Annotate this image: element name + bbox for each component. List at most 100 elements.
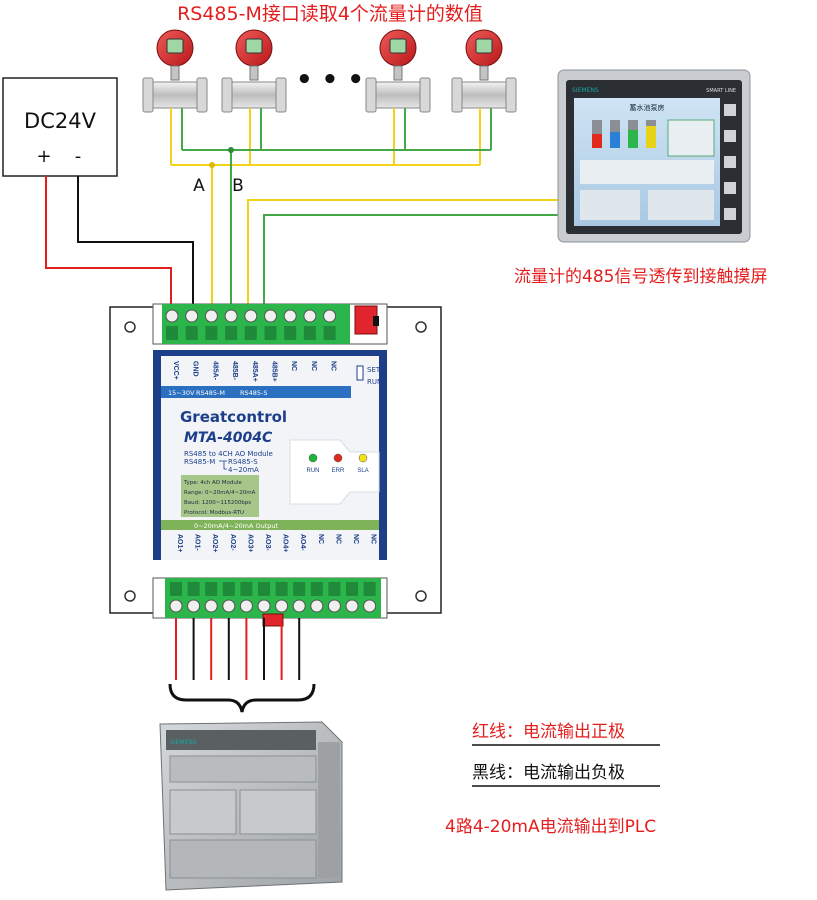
rs485-m-bus [171, 147, 491, 305]
top-terminal-label: NC [310, 361, 317, 371]
legend-black-wire: 黑线：电流输出负极 [472, 763, 625, 783]
terminal-slot-bottom [187, 582, 200, 596]
meter-drop-wires [170, 108, 492, 165]
bottom-terminal-label: AO1- [194, 534, 201, 551]
power-range-label: 15~30V [168, 389, 195, 397]
terminal-slot-bottom [205, 582, 218, 596]
terminal-slot-top [244, 326, 257, 340]
bottom-terminal-label: AO3- [264, 534, 271, 551]
bottom-terminal-label: AO4+ [282, 534, 289, 552]
terminal-screw-top [224, 309, 238, 323]
plc-brand: SIEMENS [170, 739, 197, 746]
bottom-terminal-label: NC [370, 534, 377, 544]
hmi-screen-bars [580, 119, 715, 220]
top-terminal-screws [165, 309, 337, 340]
rs485m-band-label: RS485-M [196, 389, 225, 397]
bottom-red-clip [262, 613, 284, 627]
top-terminal-label: NC [330, 361, 337, 371]
terminal-slot-top [185, 326, 198, 340]
run-label: RUN [367, 378, 382, 386]
status-led [358, 453, 368, 463]
terminal-slot-bottom [275, 582, 288, 596]
terminal-slot-bottom [328, 582, 341, 596]
spec-baud: Baud: 1200~115200bps [184, 500, 251, 506]
plc-device: SIEMENS [159, 721, 343, 891]
hmi-brand: SIEMENS [572, 87, 599, 94]
terminal-slot-top [323, 326, 336, 340]
terminal-slot-top [225, 326, 238, 340]
terminal-screw-bottom [275, 599, 289, 613]
bottom-label-band [161, 531, 379, 560]
bottom-terminal-label: AO2- [229, 534, 236, 551]
ellipsis-text: • • • [296, 65, 364, 95]
terminal-screw-bottom [239, 599, 253, 613]
terminal-slot-bottom [310, 582, 323, 596]
bottom-terminal-label: NC [334, 534, 341, 544]
status-led [333, 453, 343, 463]
mounting-hole-tl [124, 321, 136, 333]
status-led-label: RUN [307, 468, 320, 474]
hmi-touch-panel: SIEMENS SMART LINE 蓄水池泵房 [557, 69, 751, 243]
terminal-screw-top [185, 309, 199, 323]
hmi-series: SMART LINE [706, 88, 736, 94]
grouping-brace [168, 683, 316, 713]
set-run-switch-lever [373, 316, 379, 326]
bottom-terminal-label: AO4- [299, 534, 306, 551]
terminal-screw-bottom [327, 599, 341, 613]
terminal-screw-bottom [187, 599, 201, 613]
legend-red-wire: 红线：电流输出正极 [472, 722, 625, 742]
terminal-screw-top [323, 309, 337, 323]
spec-protocol: Protocol: Modbus-RTU [184, 510, 244, 516]
power-supply: DC24V + - [2, 77, 118, 177]
module-desc-line1: RS485 to 4CH AO Module [184, 450, 273, 458]
bottom-terminal-label: NC [317, 534, 324, 544]
rs485s-band-label: RS485-S [240, 389, 268, 397]
top-terminal-label: 485A+ [251, 361, 258, 382]
terminal-screw-bottom [292, 599, 306, 613]
top-terminal-label: GND [192, 361, 199, 377]
top-terminal-label: 485B+ [271, 361, 278, 382]
top-terminal-label: VCC+ [172, 361, 179, 380]
terminal-slot-top [303, 326, 316, 340]
terminal-screw-bottom [310, 599, 324, 613]
output-band-label: 0~20mA/4~20mA Output [194, 522, 279, 530]
hmi-screen-title: 蓄水池泵房 [630, 103, 665, 112]
flow-meter-4 [451, 29, 517, 113]
terminal-screw-bottom [257, 599, 271, 613]
terminal-slot-top [166, 326, 178, 340]
terminal-screw-top [283, 309, 297, 323]
module-desc-rs485s: RS485-S [228, 458, 258, 466]
power-minus: - [75, 146, 82, 167]
spec-box [181, 475, 259, 517]
terminal-screw-top [244, 309, 258, 323]
module-model: MTA-4004C [184, 430, 273, 446]
bottom-terminal-label: AO2+ [211, 534, 218, 552]
spec-type: Type: 4ch AO Module [183, 480, 242, 486]
top-terminal-label: 485A- [211, 361, 218, 381]
terminal-screw-bottom [204, 599, 218, 613]
terminal-slot-bottom [363, 582, 376, 596]
output-band [161, 520, 379, 530]
terminal-screw-top [264, 309, 277, 323]
terminal-slot-bottom [346, 582, 358, 596]
spec-range: Range: 0~20mA/4~20mA [184, 490, 256, 496]
terminal-slot-top [264, 326, 277, 340]
power-supply-label: DC24V [24, 109, 97, 133]
power-plus: + [36, 146, 51, 167]
terminal-screw-top [204, 309, 218, 323]
bottom-terminal-label: NC [352, 534, 359, 544]
terminal-screw-bottom [363, 599, 377, 613]
bottom-terminal-label: AO3+ [246, 534, 253, 552]
module-desc-rs485m: RS485-M [184, 458, 215, 466]
bottom-terminal-screws [169, 582, 377, 613]
output-wires [175, 618, 301, 680]
terminal-screw-bottom [345, 599, 359, 613]
rs485-s-wires [247, 199, 558, 305]
terminal-slot-top [284, 326, 297, 340]
terminal-slot-bottom [258, 582, 270, 596]
top-terminal-label: NC [290, 361, 297, 371]
terminal-slot-bottom [293, 582, 306, 596]
